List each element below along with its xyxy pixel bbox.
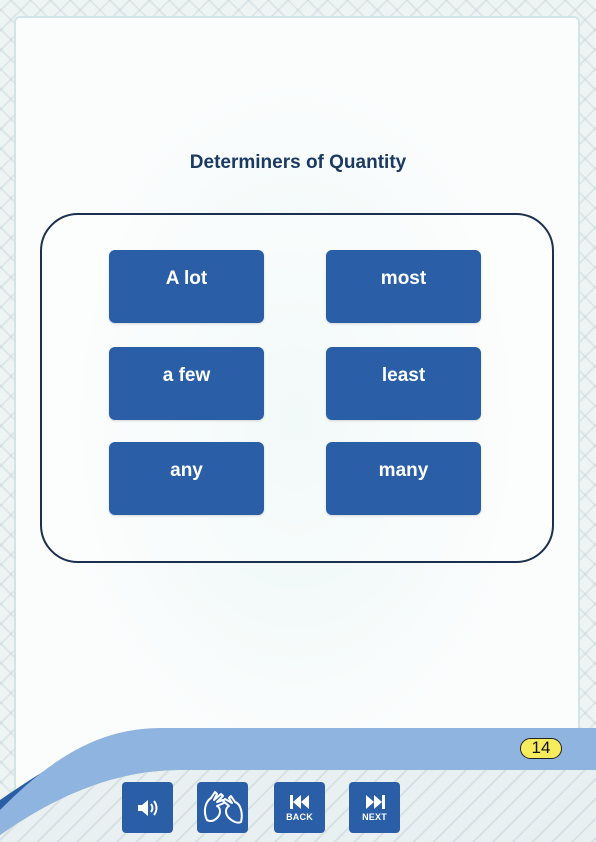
skip-forward-icon xyxy=(365,794,385,809)
option-a-lot[interactable]: A lot xyxy=(109,250,264,323)
option-most[interactable]: most xyxy=(326,250,481,323)
audio-button[interactable] xyxy=(122,782,173,833)
back-button[interactable]: BACK xyxy=(274,782,325,833)
sign-language-button[interactable] xyxy=(197,782,248,833)
sign-language-icon xyxy=(203,790,243,824)
page-number-badge: 14 xyxy=(520,738,562,759)
back-label: BACK xyxy=(286,811,313,822)
speaker-icon xyxy=(137,799,157,816)
skip-back-icon xyxy=(289,794,309,809)
page-title: Determiners of Quantity xyxy=(189,152,407,173)
option-any[interactable]: any xyxy=(109,442,264,515)
option-a-few[interactable]: a few xyxy=(109,347,264,420)
page-card xyxy=(14,16,580,816)
option-many[interactable]: many xyxy=(326,442,481,515)
next-label: NEXT xyxy=(362,811,387,822)
option-least[interactable]: least xyxy=(326,347,481,420)
next-button[interactable]: NEXT xyxy=(349,782,400,833)
